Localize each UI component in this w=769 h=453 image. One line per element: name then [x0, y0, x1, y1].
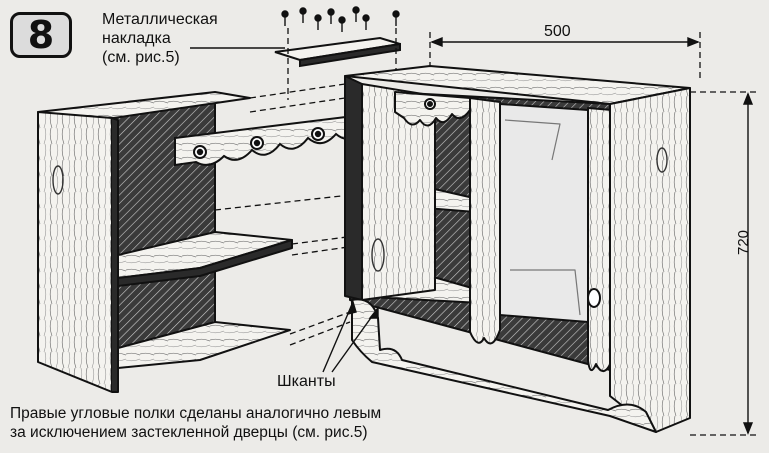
dowels-label: Шканты: [277, 373, 336, 390]
caption-line: за исключением застекленной дверцы (см. …: [10, 424, 368, 441]
leader-lines: [190, 47, 379, 373]
right-cabinet: [344, 65, 691, 433]
wood-knot: [52, 165, 64, 195]
cabinet-door-stile: [587, 107, 613, 372]
wood-knot: [656, 147, 668, 173]
width-dimension-label: 500: [544, 23, 571, 40]
left-unit-side-panel: [37, 111, 113, 393]
figure-caption: Правые угловые полки сделаны аналогично …: [10, 404, 381, 442]
screws: [281, 6, 400, 32]
cabinet-left-edge: [344, 75, 363, 301]
cabinet-center-stile: [469, 97, 501, 345]
cabinet-right-panel: [609, 87, 691, 433]
height-dimension-label: 720: [735, 229, 752, 255]
wood-knot: [371, 238, 385, 272]
left-front-rail: [174, 113, 363, 167]
caption-line: Правые угловые полки сделаны аналогично …: [10, 405, 382, 422]
door-knob-icon: [587, 288, 601, 308]
metal-plate-label: Металлическая накладка (см. рис.5): [102, 10, 218, 67]
figure-number-badge: 8: [10, 12, 72, 58]
metal-plate-label-line: Металлическая: [102, 11, 218, 28]
metal-plate: [274, 36, 401, 68]
glass-door: [499, 103, 589, 323]
cabinet-left-panel: [361, 83, 436, 301]
dimension-lines: [430, 36, 754, 435]
metal-plate-label-line: (см. рис.5): [102, 49, 180, 66]
metal-plate-label-line: накладка: [102, 30, 171, 47]
